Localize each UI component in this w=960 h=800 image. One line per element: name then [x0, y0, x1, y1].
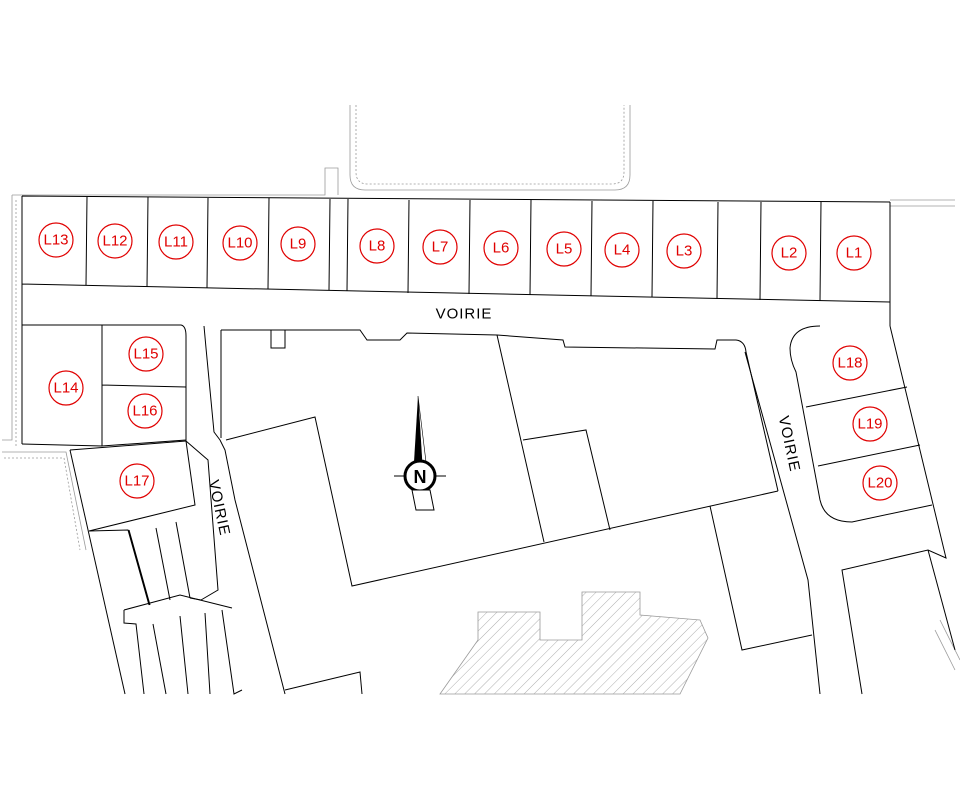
- lot-label: L10: [227, 235, 252, 252]
- lot-label: L7: [432, 239, 449, 256]
- lot-marker[interactable]: L16: [127, 393, 163, 429]
- lot-label: L1: [846, 245, 863, 262]
- lot-label: L11: [164, 234, 188, 251]
- lot-marker[interactable]: L17: [119, 463, 155, 499]
- lot-label: L15: [133, 346, 158, 363]
- lot-markers: L1 L2 L3 L4 L5 L6 L7 L8 L9 L10 L11 L12 L…: [38, 222, 898, 501]
- lot-marker[interactable]: L3: [666, 233, 702, 269]
- lot-marker[interactable]: L19: [852, 406, 888, 442]
- lot-marker[interactable]: L20: [862, 465, 898, 501]
- hatched-existing-building: [439, 591, 709, 695]
- lot-marker[interactable]: L18: [832, 345, 868, 381]
- lot-label: L16: [132, 403, 157, 420]
- lot-marker[interactable]: L7: [422, 229, 458, 265]
- lot-marker[interactable]: L10: [222, 225, 258, 261]
- lot-marker[interactable]: L5: [546, 231, 582, 267]
- lot-label: L5: [556, 241, 573, 258]
- lot-marker[interactable]: L12: [97, 223, 133, 259]
- lot-label: L6: [493, 240, 510, 257]
- lot-marker[interactable]: L4: [604, 232, 640, 268]
- lot-marker[interactable]: L15: [128, 336, 164, 372]
- lot-label: L9: [290, 236, 307, 253]
- lot-label: L18: [837, 355, 862, 372]
- lot-label: L13: [43, 232, 68, 249]
- lot-label: L14: [53, 380, 78, 397]
- road-labels: VOIRIE VOIRIE VOIRIE: [205, 306, 803, 538]
- lot-marker[interactable]: L1: [836, 235, 872, 271]
- lot-label: L17: [124, 473, 149, 490]
- north-arrow-letter: N: [414, 467, 427, 487]
- north-arrow-icon: N: [394, 395, 446, 511]
- lot-label: L20: [867, 475, 892, 492]
- road-label-east: VOIRIE: [775, 414, 803, 473]
- lot-marker[interactable]: L8: [359, 228, 395, 264]
- lot-label: L3: [676, 243, 693, 260]
- lot-label: L12: [102, 233, 127, 250]
- lot-marker[interactable]: L11: [158, 224, 194, 260]
- lot-marker[interactable]: L9: [280, 226, 316, 262]
- existing-features: [2, 105, 960, 695]
- lot-label: L19: [857, 416, 882, 433]
- lot-label: L8: [369, 238, 386, 255]
- plan-lines: [21, 195, 956, 695]
- lot-marker[interactable]: L6: [483, 230, 519, 266]
- road-label-west: VOIRIE: [205, 478, 233, 537]
- lot-label: L4: [614, 242, 631, 259]
- lot-marker[interactable]: L14: [48, 370, 84, 406]
- lot-label: L2: [781, 245, 798, 262]
- lot-marker[interactable]: L13: [38, 222, 74, 258]
- road-label-horizontal: VOIRIE: [436, 306, 493, 323]
- lot-marker[interactable]: L2: [771, 235, 807, 271]
